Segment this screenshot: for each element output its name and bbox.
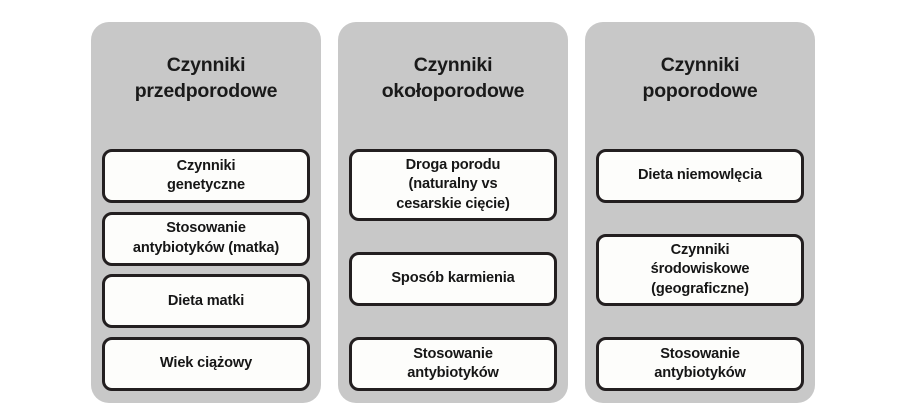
column-title: Czynniki poporodowe — [642, 54, 758, 102]
factor-box[interactable]: Stosowanie antybiotyków — [349, 337, 557, 391]
factor-column-perinatal: Czynniki okołoporodowe Droga porodu (nat… — [338, 22, 568, 403]
factor-box-list: Dieta niemowlęcia Czynniki środowiskowe … — [596, 149, 804, 391]
factor-box[interactable]: Droga porodu (naturalny vs cesarskie cię… — [349, 149, 557, 221]
factor-column-prenatal: Czynniki przedporodowe Czynniki genetycz… — [91, 22, 321, 403]
factor-box[interactable]: Dieta matki — [102, 274, 310, 329]
factor-box[interactable]: Czynniki genetyczne — [102, 149, 310, 203]
factor-box-list: Droga porodu (naturalny vs cesarskie cię… — [349, 149, 557, 391]
column-title: Czynniki przedporodowe — [134, 54, 278, 102]
factor-box[interactable]: Wiek ciążowy — [102, 336, 310, 391]
factor-box-list: Czynniki genetyczne Stosowanie antybioty… — [102, 149, 310, 391]
factor-box[interactable]: Stosowanie antybiotyków — [596, 337, 804, 391]
factor-box[interactable]: Dieta niemowlęcia — [596, 149, 804, 203]
factor-box[interactable]: Czynniki środowiskowe (geograficzne) — [596, 234, 804, 306]
factor-box[interactable]: Stosowanie antybiotyków (matka) — [102, 211, 310, 266]
factor-column-postnatal: Czynniki poporodowe Dieta niemowlęcia Cz… — [585, 22, 815, 403]
column-title: Czynniki okołoporodowe — [381, 54, 525, 102]
factor-box[interactable]: Sposób karmienia — [349, 252, 557, 306]
